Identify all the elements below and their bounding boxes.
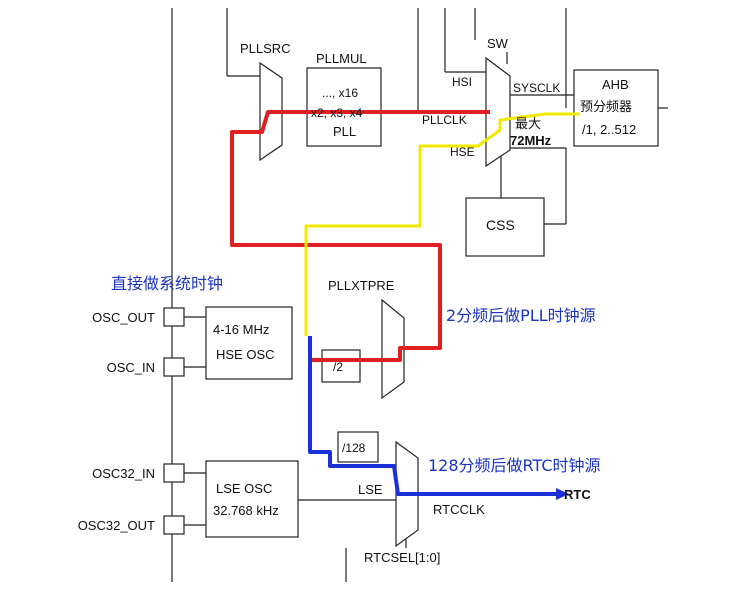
lse-label: LSE: [358, 482, 383, 497]
hse-direct-sysclk-path: [304, 112, 580, 336]
div2-box: [321, 349, 361, 383]
rtcclk-label: RTCCLK: [433, 502, 485, 517]
pll-box-line-3: PLL: [333, 124, 356, 139]
hse-label: HSE: [450, 145, 475, 159]
osc32-out-pin: [163, 515, 185, 535]
pll-clock-path: [230, 110, 490, 362]
div128-box: [337, 431, 379, 463]
pll-box-line-1: ..., x16: [322, 86, 358, 100]
lse-osc-line-2: 32.768 kHz: [213, 503, 279, 518]
css-label: CSS: [486, 217, 515, 233]
annotation-pll-source: 2分频后做PLL时钟源: [446, 306, 596, 325]
annotation-rtc-source: 128分频后做RTC时钟源: [428, 456, 601, 475]
rtcsel-label: RTCSEL[1:0]: [364, 550, 440, 565]
lse-osc-box: [205, 460, 299, 538]
rtc-arrow-head: [556, 488, 569, 500]
osc32-in-pin: [163, 463, 185, 483]
osc-out-label: OSC_OUT: [92, 310, 155, 325]
pll-box: [306, 67, 382, 147]
hse-osc-line-2: HSE OSC: [216, 347, 275, 362]
pll-box-line-2: x2, x3, x4: [311, 106, 363, 120]
pllmul-label: PLLMUL: [316, 51, 367, 66]
osc-in-pin: [163, 357, 185, 377]
max-value: 72MHz: [510, 133, 552, 148]
ahb-prescaler-box: [573, 69, 659, 147]
hse-osc-line-1: 4-16 MHz: [213, 322, 269, 337]
pllsrc-label: PLLSRC: [240, 41, 291, 56]
max-label: 最大: [515, 117, 541, 132]
div128-label: /128: [342, 441, 366, 455]
rtc-clock-path: [308, 336, 560, 496]
osc-in-label: OSC_IN: [107, 360, 155, 375]
osc32-out-label: OSC32_OUT: [78, 518, 155, 533]
div2-label: /2: [333, 360, 343, 374]
sysclk-switch-mux: [485, 56, 511, 168]
pllclk-label: PLLCLK: [422, 113, 467, 127]
sw-label: SW: [487, 36, 509, 51]
sysclk-label: SYSCLK: [513, 81, 560, 95]
annotation-direct-sysclk: 直接做系统时钟: [111, 274, 223, 293]
hsi-label: HSI: [452, 75, 472, 89]
lse-osc-line-1: LSE OSC: [216, 481, 272, 496]
ahb-line-3: /1, 2..512: [582, 122, 636, 137]
ahb-line-2: 预分频器: [580, 100, 632, 115]
pllxtpre-label: PLLXTPRE: [328, 278, 395, 293]
osc32-in-label: OSC32_IN: [92, 466, 155, 481]
pllxtpre-mux: [381, 298, 405, 400]
hse-osc-box: [205, 306, 293, 380]
osc-out-pin: [163, 307, 185, 327]
css-box: [465, 197, 545, 257]
ahb-line-1: AHB: [602, 77, 629, 92]
rtc-label: RTC: [564, 487, 591, 502]
